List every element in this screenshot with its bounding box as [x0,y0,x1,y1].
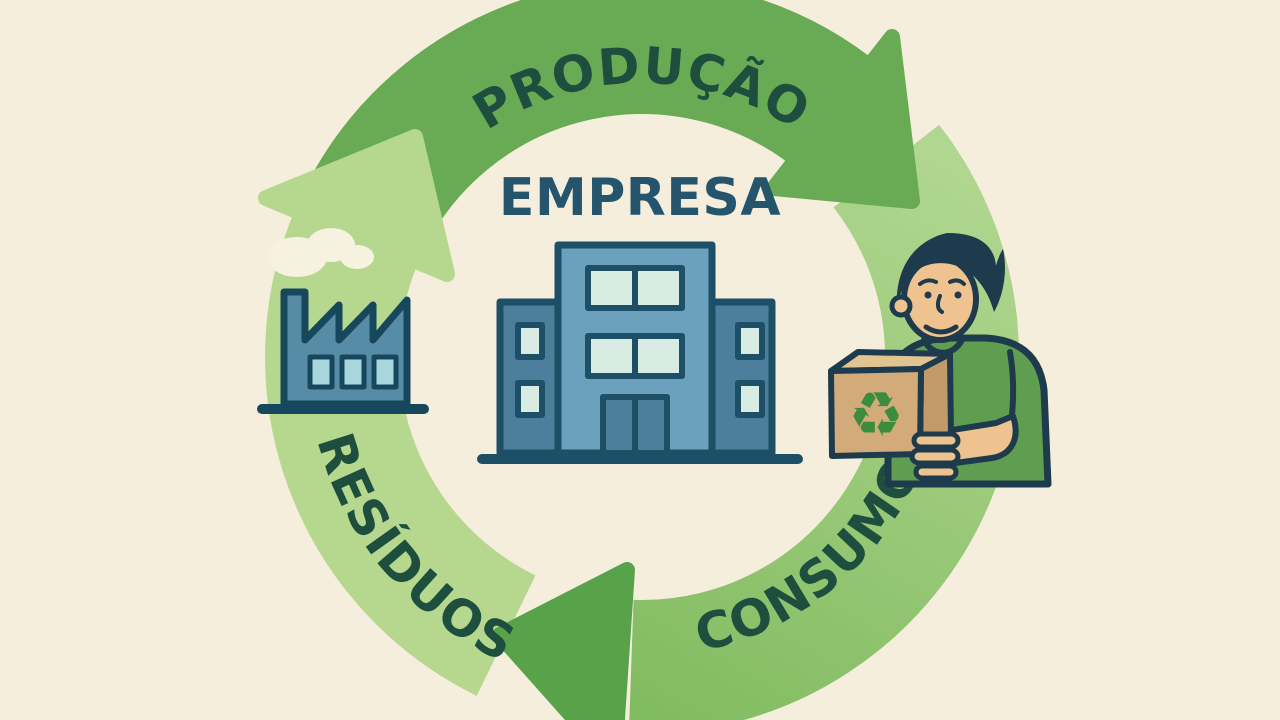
company-label: EMPRESA [499,168,781,228]
building-window [735,322,765,360]
building-window [515,322,545,360]
building-window [585,333,685,379]
building-window [585,265,685,311]
arrow-bottom-icon [492,562,635,720]
company-building-icon [477,241,803,464]
recycle-icon: ♻ [848,378,904,451]
person-with-recycling-box-icon: ♻ [828,233,1052,488]
person-hand-fingers [909,431,961,481]
person-face-features [918,278,966,335]
building-door [600,394,670,456]
arrow-waste-icon [258,129,455,282]
arrow-production-icon [766,29,920,209]
person-hair [896,233,1005,312]
smoke-cloud-icon [267,228,374,277]
arc-waste [265,197,537,696]
person-ear [889,294,913,318]
building-window [515,380,545,418]
building-window [735,380,765,418]
factory-icon [257,288,429,414]
